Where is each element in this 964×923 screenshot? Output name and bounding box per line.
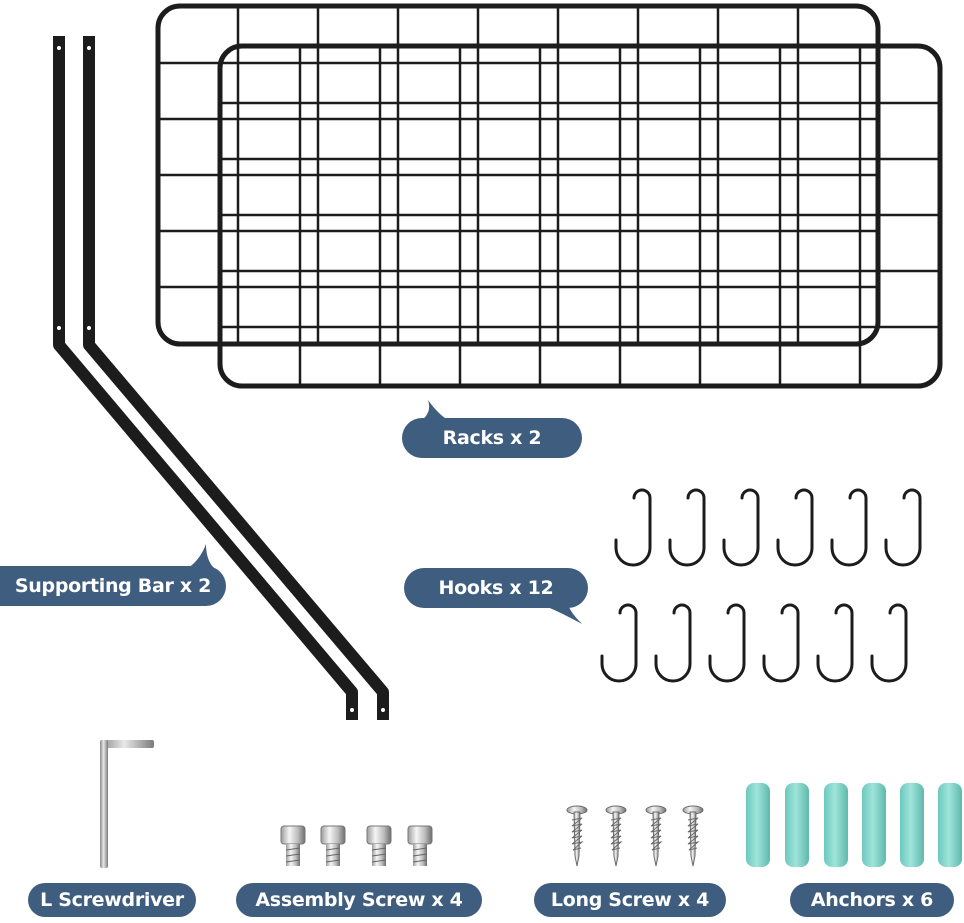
long-screws [566,805,704,867]
racks-label: Racks x 2 [402,418,582,458]
l-screwdriver [100,740,154,868]
anchors-label: Ahchors x 6 [790,883,954,917]
hooks-row-top [614,488,922,567]
long-screw-label: Long Screw x 4 [534,883,726,917]
hooks-label: Hooks x 12 [404,568,588,608]
rack-back [155,3,881,347]
rack-front [217,43,943,389]
assembly-screw-label: Assembly Screw x 4 [236,883,482,917]
supporting-bar-label: Supporting Bar x 2 [0,566,226,606]
supporting-bar-left [53,36,358,720]
l-screwdriver-label: L Screwdriver [28,883,196,917]
anchors [746,783,962,867]
supporting-bar-label-tail [188,544,214,568]
racks-label-tail [422,400,448,420]
supporting-bar-right [83,36,389,720]
assembly-screws [280,825,433,866]
hooks-row-bottom [600,603,908,683]
